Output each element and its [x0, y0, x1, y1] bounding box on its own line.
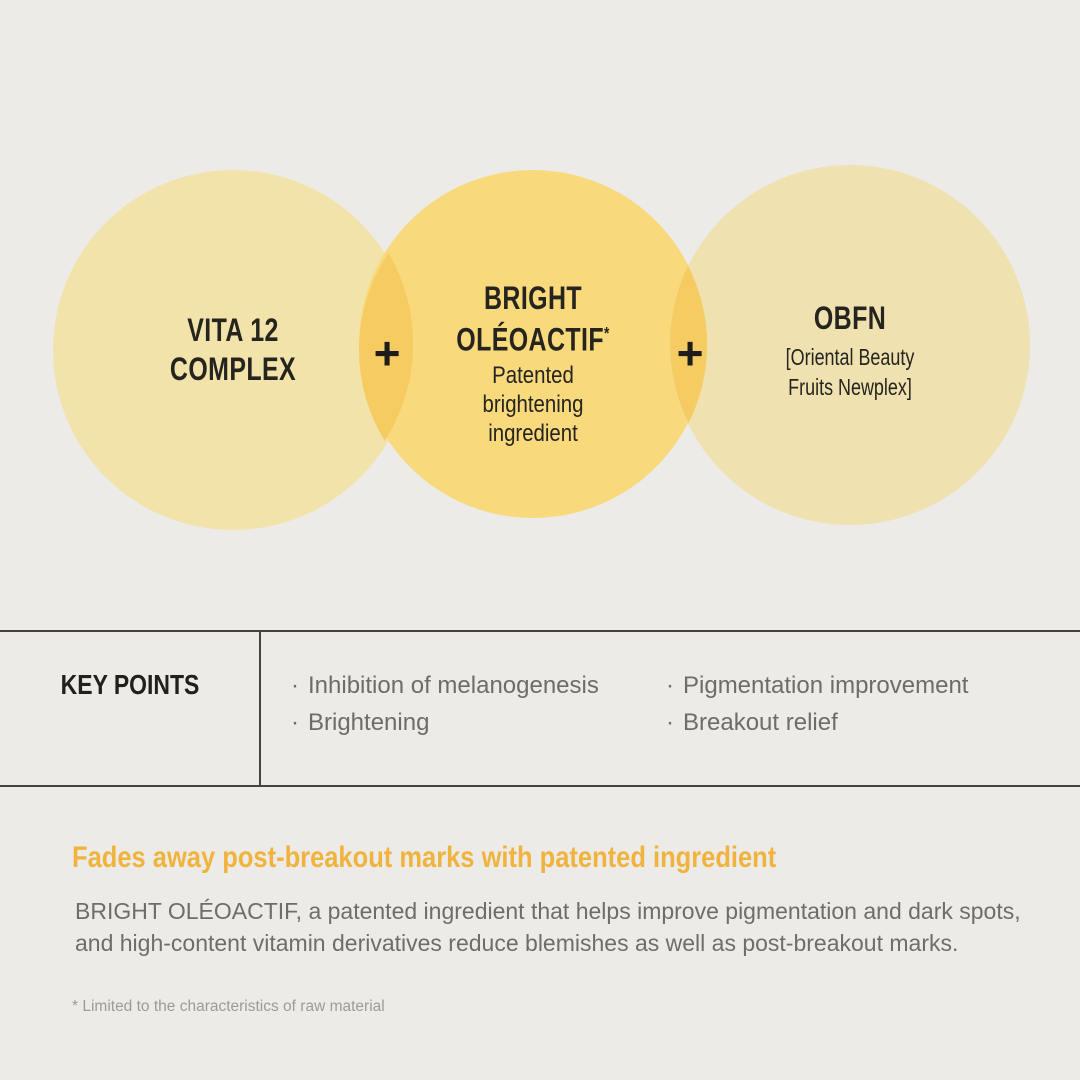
bullet-dot: ·	[291, 672, 299, 699]
body-line2: and high-content vitamin derivatives red…	[75, 930, 959, 956]
key-points-column-2: · Pigmentation improvement · Breakout reli…	[666, 667, 968, 741]
key-point-item: · Brightening	[291, 704, 599, 741]
circle-obfn	[670, 165, 1030, 525]
circle-vita12-complex	[53, 170, 413, 530]
vita12-line2: COMPLEX	[169, 351, 297, 387]
bright-oleoactif-label: BRIGHT OLÉOACTIF*	[455, 281, 611, 358]
oleoactif-line: OLÉOACTIF*	[455, 316, 611, 358]
venn-diagram	[53, 165, 1030, 530]
key-points-heading: KEY POINTS	[60, 669, 200, 700]
subtitle-line1: Patented brightening	[482, 362, 584, 418]
bullet-dot: ·	[666, 672, 674, 699]
key-point-item: · Inhibition of melanogenesis	[291, 667, 599, 704]
bright-oleoactif-subtitle: Patented brightening ingredient	[444, 361, 623, 448]
vita12-complex-label: VITA 12 COMPLEX	[155, 311, 311, 389]
subtitle-line2: ingredient	[488, 420, 578, 447]
table-bottom-rule	[0, 785, 1080, 787]
asterisk-mark: *	[603, 323, 610, 343]
key-point-text: Pigmentation improvement	[683, 672, 969, 699]
key-point-text: Breakout relief	[683, 709, 838, 736]
key-point-text: Brightening	[308, 709, 430, 736]
key-points-column-1: · Inhibition of melanogenesis · Brightenin…	[291, 667, 599, 741]
key-point-text: Inhibition of melanogenesis	[308, 672, 599, 699]
table-divider-rule	[259, 630, 261, 787]
plus-sign: +	[676, 327, 704, 379]
body-line1: BRIGHT OLÉOACTIF, a patented ingredient …	[75, 898, 1021, 924]
key-point-item: · Breakout relief	[666, 704, 968, 741]
oleoactif-word: OLÉOACTIF	[456, 321, 604, 358]
obfn-subtitle: [Oriental Beauty Fruits Newplex]	[768, 342, 932, 402]
bullet-dot: ·	[666, 709, 674, 736]
description-body: BRIGHT OLÉOACTIF, a patented ingredient …	[75, 895, 1021, 959]
obfn-subtitle-line2: Fruits Newplex]	[788, 374, 912, 400]
obfn-line: OBFN	[813, 300, 887, 336]
plus-sign: +	[373, 327, 401, 379]
section-headline: Fades away post-breakout marks with pate…	[72, 841, 777, 874]
overlap-lens-left	[359, 253, 414, 441]
bright-line: BRIGHT	[483, 280, 583, 316]
obfn-subtitle-line1: [Oriental Beauty	[785, 344, 915, 370]
footnote: * Limited to the characteristics of raw …	[72, 998, 385, 1015]
vita12-line1: VITA 12	[187, 312, 279, 348]
obfn-label: OBFN	[772, 299, 928, 338]
bullet-dot: ·	[291, 709, 299, 736]
key-point-item: · Pigmentation improvement	[666, 667, 968, 704]
overlap-lens-right	[670, 265, 708, 424]
circle-bright-oleoactif	[359, 170, 707, 518]
table-top-rule	[0, 630, 1080, 632]
